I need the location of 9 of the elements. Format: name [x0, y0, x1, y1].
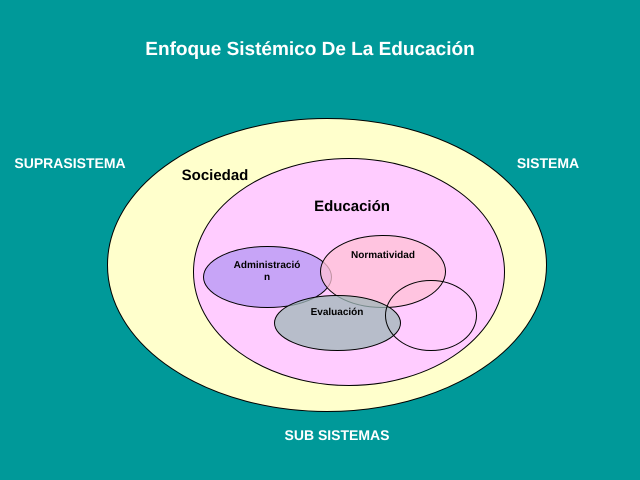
- level-label: SISTEMA: [516, 155, 580, 171]
- level-label: SUB SISTEMAS: [284, 427, 390, 443]
- set-label: Evaluación: [310, 307, 364, 319]
- set-label: Administració n: [232, 260, 302, 284]
- diagram-title: Enfoque Sistémico De La Educación: [145, 39, 475, 61]
- level-label: SUPRASISTEMA: [14, 155, 126, 171]
- set-label: Normatividad: [351, 250, 415, 262]
- set-label: Sociedad: [182, 167, 248, 185]
- set-label: Educación: [314, 198, 390, 216]
